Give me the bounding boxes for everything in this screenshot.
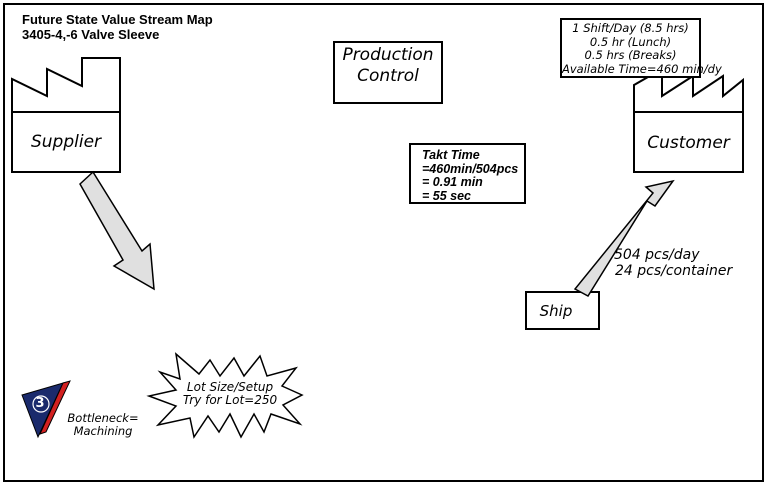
shift-info-line: 1 Shift/Day (8.5 hrs) [572,21,689,35]
map-title: Future State Value Stream Map [22,12,213,27]
takt-time-box: Takt Time =460min/504pcs = 0.91 min = 55… [409,143,526,204]
production-control-line1: Production [342,45,434,65]
production-control-line2: Control [357,66,419,86]
bottleneck-flag-icon [21,380,71,439]
kaizen-line2: Try for Lot=250 [182,393,278,407]
bottleneck-line2: Machining [73,424,133,438]
takt-time-line: = 55 sec [422,188,472,203]
supplier-factory-icon [11,57,121,173]
kaizen-line1: Lot Size/Setup [186,380,274,394]
kaizen-burst-icon [146,352,304,439]
customer-shipment-arrow [573,179,675,297]
diagram-frame [3,3,764,482]
ship-box [525,291,600,330]
ship-label: Ship [539,302,573,320]
shift-info-line: 0.5 hr (Lunch) [589,34,672,49]
takt-time-line: Takt Time [422,148,480,162]
production-control-box [333,41,443,104]
takt-time-line: =460min/504pcs [422,161,519,176]
bottleneck-label: Bottleneck= Machining [60,412,146,438]
daily-demand-label: 504 pcs/day [614,247,700,263]
production-control-label: Production Control [334,45,442,87]
kaizen-burst-text: Lot Size/Setup Try for Lot=250 [170,381,290,407]
bottleneck-line1: Bottleneck= [67,411,139,425]
shift-info-line: Available Time=460 min/dy [562,61,722,76]
customer-shift-info-box: 1 Shift/Day (8.5 hrs) 0.5 hr (Lunch) 0.5… [560,18,722,78]
container-size-label: 24 pcs/container [615,263,733,279]
part-number-title: 3405-4,-6 Valve Sleeve [22,27,160,42]
customer-label: Customer [647,133,730,153]
takt-time-line: = 0.91 min [422,175,483,189]
customer-factory-icon [633,67,744,173]
shift-info-line: 0.5 hrs (Breaks) [584,48,677,62]
supplier-shipment-arrow [79,170,155,291]
shipment-info: 504 pcs/day 24 pcs/container [614,247,732,279]
supplier-label: Supplier [30,132,102,152]
bottleneck-number: 3 [35,396,45,411]
